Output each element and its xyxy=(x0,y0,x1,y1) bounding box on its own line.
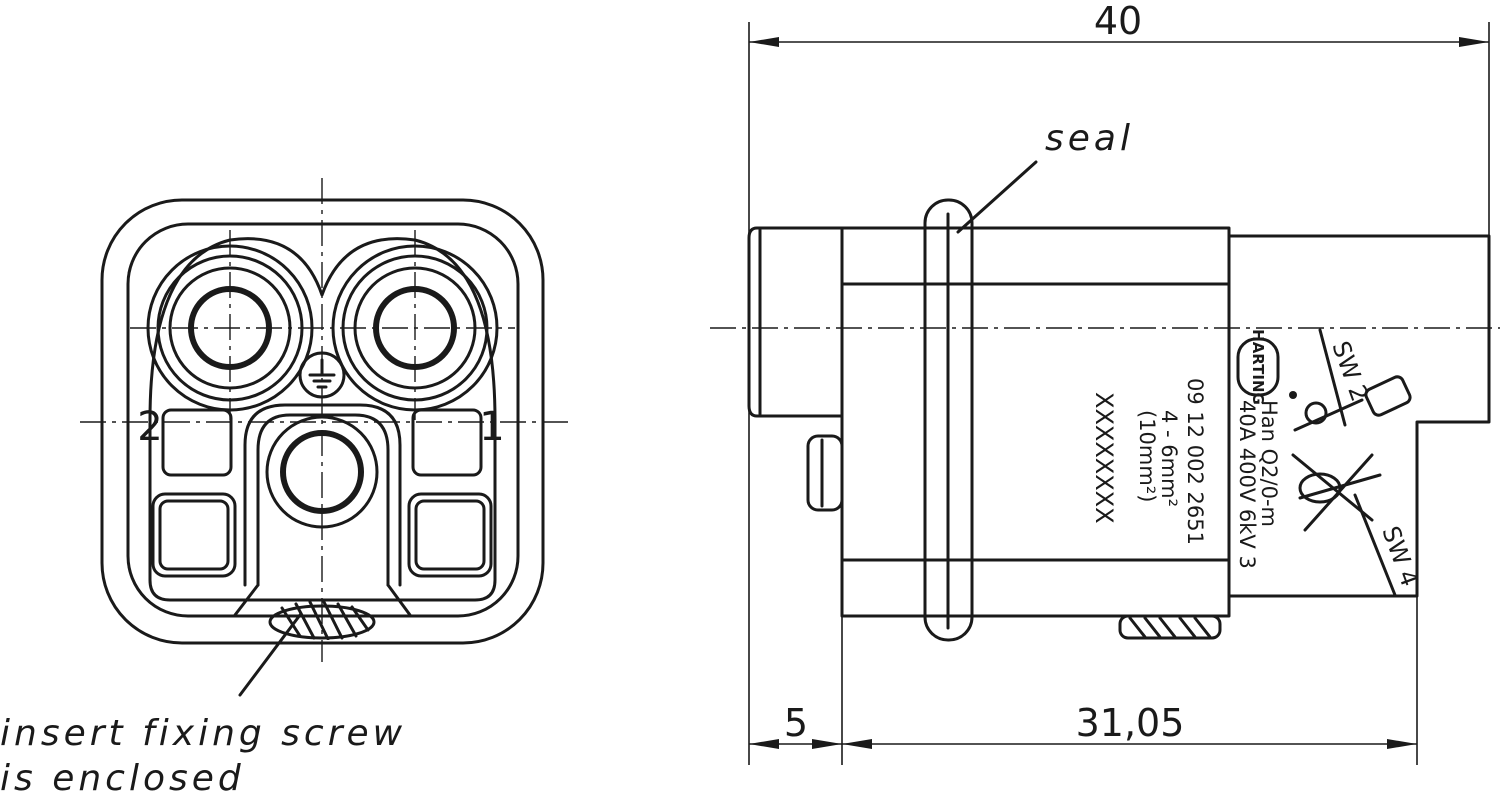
marking-line-1: Han Q2/0-m xyxy=(1257,400,1281,527)
insert-contour xyxy=(148,237,497,602)
side-view: seal HARTING Han Q2/0-m 40A 400V 6kV 3 xyxy=(710,118,1500,642)
screw-callout-line-2: is enclosed xyxy=(0,758,245,793)
part-number: 09 12 002 2651 xyxy=(1183,378,1207,545)
recess-lower-right xyxy=(407,492,493,578)
pin-label-2: 2 xyxy=(137,404,162,450)
front-view: 2 1 insert fixing screw is enclosed xyxy=(0,178,570,793)
screw-leader-line xyxy=(238,613,302,697)
serial-number: XXXXXXXX xyxy=(1090,392,1118,524)
harting-logo-icon xyxy=(1236,337,1280,397)
recess-upper-left xyxy=(161,408,233,477)
wrench-leader-top xyxy=(1318,328,1347,427)
front-sleeve xyxy=(747,226,844,418)
latch xyxy=(806,434,844,512)
side-screws xyxy=(1118,614,1222,640)
housing-inner-outline xyxy=(126,222,520,618)
dim-front: 5 xyxy=(784,701,808,745)
recess-lower-left xyxy=(151,492,237,578)
crimp-tool-icon xyxy=(1293,375,1412,432)
wire-range: 4 - 6mm² xyxy=(1157,410,1181,507)
seal-ring xyxy=(923,198,974,642)
main-body xyxy=(840,226,1231,618)
recess-upper-right xyxy=(411,408,483,477)
rear-part xyxy=(1227,234,1491,598)
pin-label-1: 1 xyxy=(479,404,504,450)
marking-plate: HARTING Han Q2/0-m 40A 400V 6kV 3 09 12 … xyxy=(1090,329,1297,569)
seal-leader-line xyxy=(956,160,1038,234)
dimensions: 40 5 31,05 xyxy=(748,0,1490,765)
wrench-leader-bottom xyxy=(1353,493,1397,597)
dim-overall: 40 xyxy=(1094,0,1142,43)
screw-callout-line-1: insert fixing screw xyxy=(0,713,406,754)
marking-line-2: 40A 400V 6kV 3 xyxy=(1235,400,1259,569)
wrench-size-top: SW 2 xyxy=(1326,337,1373,405)
wire-range-max: (10mm²) xyxy=(1135,410,1159,502)
brand-label: HARTING xyxy=(1249,329,1267,405)
crossed-tool-icon xyxy=(1291,453,1382,532)
seal-label: seal xyxy=(1045,118,1134,159)
dim-body: 31,05 xyxy=(1076,701,1185,745)
